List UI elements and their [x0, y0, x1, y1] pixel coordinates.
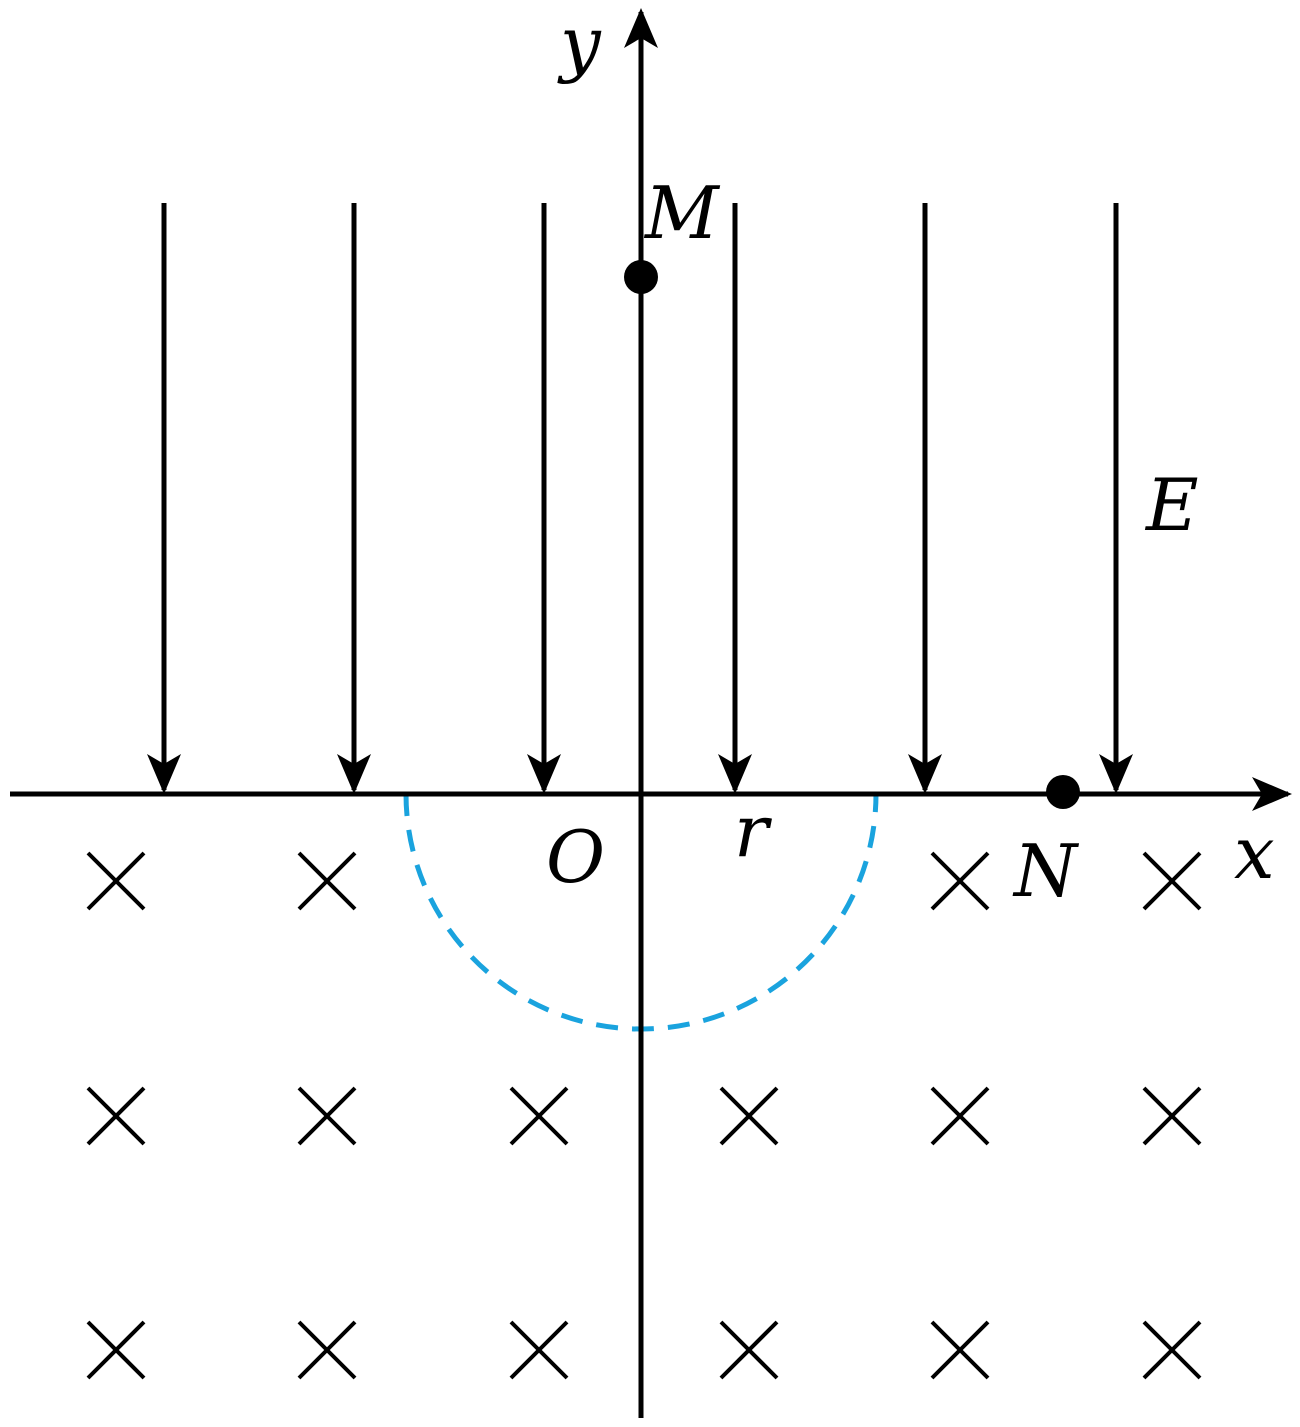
x-axis-label: x [1234, 811, 1275, 895]
cross-symbol-r3-c3 [509, 1320, 569, 1380]
point-n [1046, 775, 1080, 809]
cross-symbol-r2-c4 [719, 1086, 779, 1146]
y-axis-label: y [557, 1, 602, 85]
cross-symbol-r1-c5 [930, 851, 990, 911]
cross-symbol-r1-c6 [1142, 851, 1202, 911]
magnetic-field-crosses [86, 851, 1202, 1380]
radius-label: r [734, 789, 772, 873]
cross-symbol-r3-c2 [297, 1320, 357, 1380]
point-n-label: N [1012, 829, 1080, 913]
cross-symbol-r3-c6 [1142, 1320, 1202, 1380]
cross-symbol-r2-c5 [930, 1086, 990, 1146]
field-label: E [1144, 463, 1199, 547]
cross-symbol-r1-c2 [297, 851, 357, 911]
cross-symbol-r3-c4 [719, 1320, 779, 1380]
point-m [624, 260, 658, 294]
cross-symbol-r2-c6 [1142, 1086, 1202, 1146]
cross-symbol-r3-c1 [86, 1320, 146, 1380]
point-m-label: M [643, 171, 721, 255]
cross-symbol-r2-c3 [509, 1086, 569, 1146]
cross-symbol-r1-c1 [86, 851, 146, 911]
origin-label: O [546, 815, 605, 899]
electric-field-lines [147, 203, 1133, 794]
cross-symbol-r2-c1 [86, 1086, 146, 1146]
cross-symbol-r3-c5 [930, 1320, 990, 1380]
cross-symbol-r2-c2 [297, 1086, 357, 1146]
